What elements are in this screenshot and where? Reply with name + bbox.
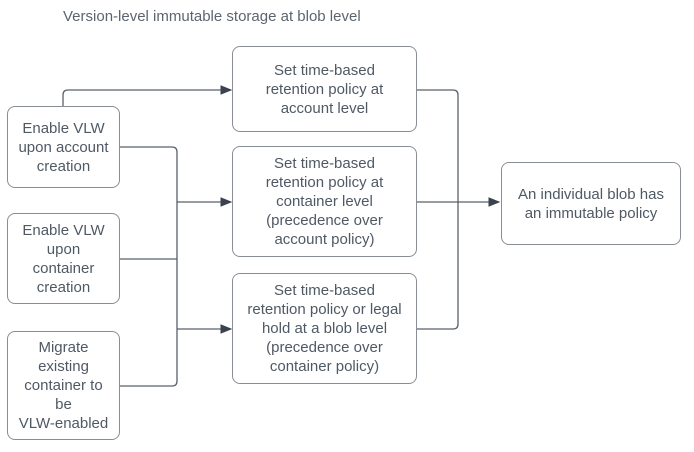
- edge-enable-account-to-policy-account: [62, 85, 233, 106]
- node-enable-vlw-container: Enable VLW upon container creation: [7, 213, 120, 304]
- edge-right-bus: [417, 89, 459, 330]
- edge-policy-container-to-blob-immutable: [417, 197, 501, 207]
- node-set-policy-blob: Set time-based retention policy or legal…: [232, 273, 417, 384]
- node-migrate-existing-container: Migrate existing container to be VLW-ena…: [7, 331, 120, 440]
- edge-bus-to-policy-container: [177, 197, 233, 207]
- node-set-policy-account: Set time-based retention policy at accou…: [232, 46, 417, 132]
- node-set-policy-container: Set time-based retention policy at conta…: [232, 146, 417, 257]
- edge-bus-to-policy-blob: [177, 324, 233, 334]
- node-enable-vlw-account: Enable VLW upon account creation: [7, 106, 120, 188]
- diagram-title: Version-level immutable storage at blob …: [63, 8, 361, 25]
- node-individual-blob-immutable: An individual blob has an immutable poli…: [501, 162, 681, 245]
- edge-left-bus: [120, 146, 178, 387]
